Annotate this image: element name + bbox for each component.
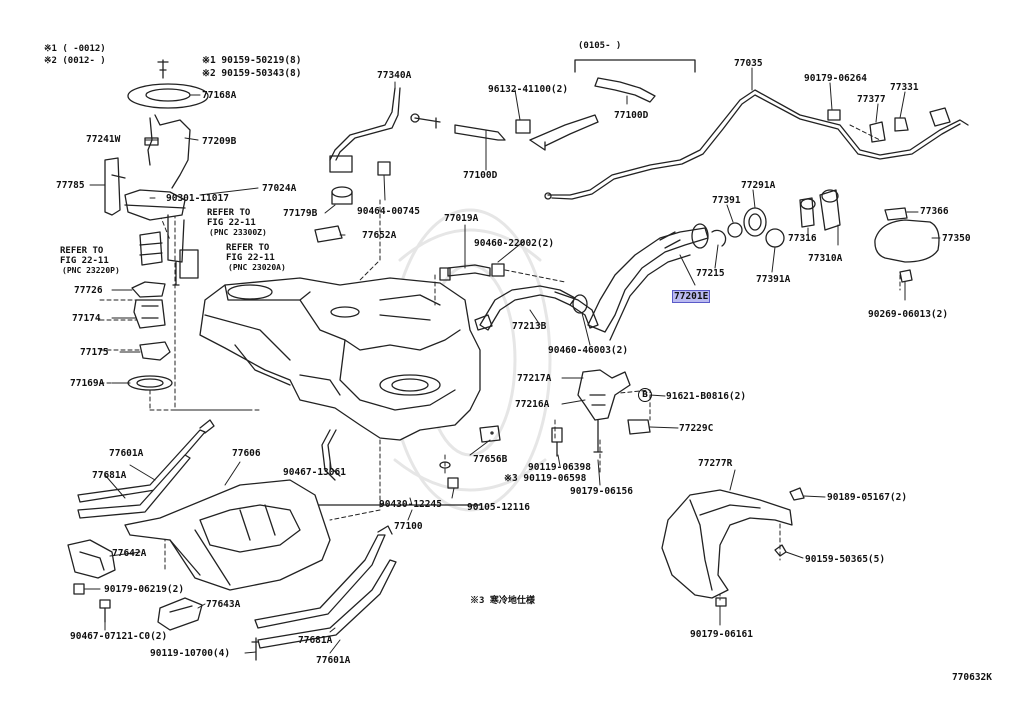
part-label-77169A[interactable]: 77169A (70, 378, 105, 389)
part-label-90119-10700[interactable]: 90119-10700(4) (150, 648, 231, 659)
refer-note-3-line2: FIG 22-11 (226, 253, 275, 263)
part-label-77229C[interactable]: 77229C (679, 423, 714, 434)
part-label-77642A[interactable]: 77642A (112, 548, 147, 559)
filler-neck-77201E (587, 189, 940, 341)
note-cold-climate: ※3 寒冷地仕様 (470, 596, 535, 606)
part-label-77391A[interactable]: 77391A (756, 274, 791, 285)
part-label-90430-12245[interactable]: 90430-12245 (379, 499, 442, 510)
part-label-91621-B0816[interactable]: 91621-B0816(2) (666, 391, 747, 402)
part-label-77656B[interactable]: 77656B (473, 454, 508, 465)
note-bracket-0105: (0105- ) (578, 41, 622, 51)
part-label-77213B[interactable]: 77213B (512, 321, 547, 332)
part-label-90179-06264[interactable]: 90179-06264 (804, 73, 867, 84)
refer-note-3-line3: (PNC 23020A) (228, 263, 286, 272)
part-label-90460-22002[interactable]: 90460-22002(2) (474, 238, 555, 249)
part-label-77241W[interactable]: 77241W (86, 134, 121, 145)
tank-bands-shields (67, 419, 397, 661)
part-label-77340A[interactable]: 77340A (377, 70, 412, 81)
part-label-90179-06156[interactable]: 90179-06156 (570, 486, 633, 497)
diagram-id: 770632K (951, 672, 992, 683)
refer-note-2-line2: FIG 22-11 (60, 256, 109, 266)
breather-hoses (439, 263, 599, 331)
part-label-77643A[interactable]: 77643A (206, 599, 241, 610)
ref-circle-b: B (638, 388, 652, 402)
part-label-90460-46003[interactable]: 90460-46003(2) (548, 345, 629, 356)
part-label-77606[interactable]: 77606 (232, 448, 261, 459)
lower-hardware (304, 429, 481, 521)
leader-lines (83, 67, 941, 654)
part-label-77217A[interactable]: 77217A (517, 373, 552, 384)
fuel-pump-assembly (104, 59, 209, 391)
part-label-77310A[interactable]: 77310A (808, 253, 843, 264)
part-label-77019A[interactable]: 77019A (444, 213, 479, 224)
vapor-hoses (314, 59, 696, 243)
refer-note-2-line3: (PNC 23220P) (62, 266, 120, 275)
part-label-90467-07121[interactable]: 90467-07121-C0(2) (70, 631, 168, 642)
part-label-77100[interactable]: 77100 (394, 521, 423, 532)
part-label-90179-06161[interactable]: 90179-06161 (690, 629, 753, 640)
part-label-96132-41100[interactable]: 96132-41100(2) (488, 84, 569, 95)
refer-note-3-line1: REFER TO (226, 243, 270, 253)
part-label-77601A-b[interactable]: 77601A (316, 655, 351, 666)
part-label-77681A-a[interactable]: 77681A (92, 470, 127, 481)
part-label-77100D-b[interactable]: 77100D (463, 170, 498, 181)
part-label-90301-11017[interactable]: 90301-11017 (166, 193, 229, 204)
part-label-77681A-b[interactable]: 77681A (298, 635, 333, 646)
part-label-77209B[interactable]: 77209B (202, 136, 237, 147)
part-label-77316[interactable]: 77316 (788, 233, 817, 244)
part-label-77024A[interactable]: 77024A (262, 183, 297, 194)
refer-note-2-line1: REFER TO (60, 246, 104, 256)
part-label-77331[interactable]: 77331 (890, 82, 919, 93)
part-label-90189-05167[interactable]: 90189-05167(2) (827, 492, 908, 503)
part-label-77035[interactable]: 77035 (734, 58, 763, 69)
refer-note-1-line3: (PNC 23300Z) (209, 228, 267, 237)
part-label-77291A[interactable]: 77291A (741, 180, 776, 191)
fuel-tank-77001 (199, 277, 481, 441)
part-label-77215[interactable]: 77215 (696, 268, 725, 279)
part-label-77785[interactable]: 77785 (56, 180, 85, 191)
part-label-77601A-a[interactable]: 77601A (109, 448, 144, 459)
refer-note-1-line1: REFER TO (207, 208, 251, 218)
refer-note-1-line2: FIG 22-11 (207, 218, 256, 228)
part-label-77175[interactable]: 77175 (80, 347, 109, 358)
part-label-77652A[interactable]: 77652A (362, 230, 397, 241)
part-label-90159-50343[interactable]: ※2 90159-50343(8) (202, 68, 302, 79)
part-label-77100D-a[interactable]: 77100D (614, 110, 649, 121)
part-label-77391[interactable]: 77391 (712, 195, 741, 206)
fender-liner-77277R (661, 487, 805, 607)
note-serial-1: ※1 ( -0012) (44, 44, 106, 54)
part-label-90159-50219[interactable]: ※1 90159-50219(8) (202, 55, 302, 66)
part-label-77216A[interactable]: 77216A (515, 399, 550, 410)
part-label-77726[interactable]: 77726 (74, 285, 103, 296)
part-label-77366[interactable]: 77366 (920, 206, 949, 217)
part-label-77174[interactable]: 77174 (72, 313, 101, 324)
note-serial-2: ※2 (0012- ) (44, 56, 106, 66)
part-label-90119-06398[interactable]: 90119-06398 (528, 462, 591, 473)
part-label-77168A[interactable]: 77168A (202, 90, 237, 101)
filler-brackets (479, 369, 651, 457)
part-label-77350[interactable]: 77350 (942, 233, 971, 244)
part-label-77277R[interactable]: 77277R (698, 458, 733, 469)
part-label-90179-06219[interactable]: 90179-06219(2) (104, 584, 185, 595)
part-label-77179B[interactable]: 77179B (283, 208, 318, 219)
part-label-77201E[interactable]: 77201E (672, 290, 711, 303)
part-label-90269-06013[interactable]: 90269-06013(2) (868, 309, 949, 320)
part-label-90105-12116[interactable]: 90105-12116 (467, 502, 530, 513)
part-label-90119-06598[interactable]: ※3 90119-06598 (504, 473, 587, 484)
part-label-90464-00745[interactable]: 90464-00745 (357, 206, 420, 217)
vapor-tube-77035 (544, 89, 969, 200)
part-label-90159-50365[interactable]: 90159-50365(5) (805, 554, 886, 565)
part-label-77377[interactable]: 77377 (857, 94, 886, 105)
part-label-90467-13061[interactable]: 90467-13061 (283, 467, 346, 478)
